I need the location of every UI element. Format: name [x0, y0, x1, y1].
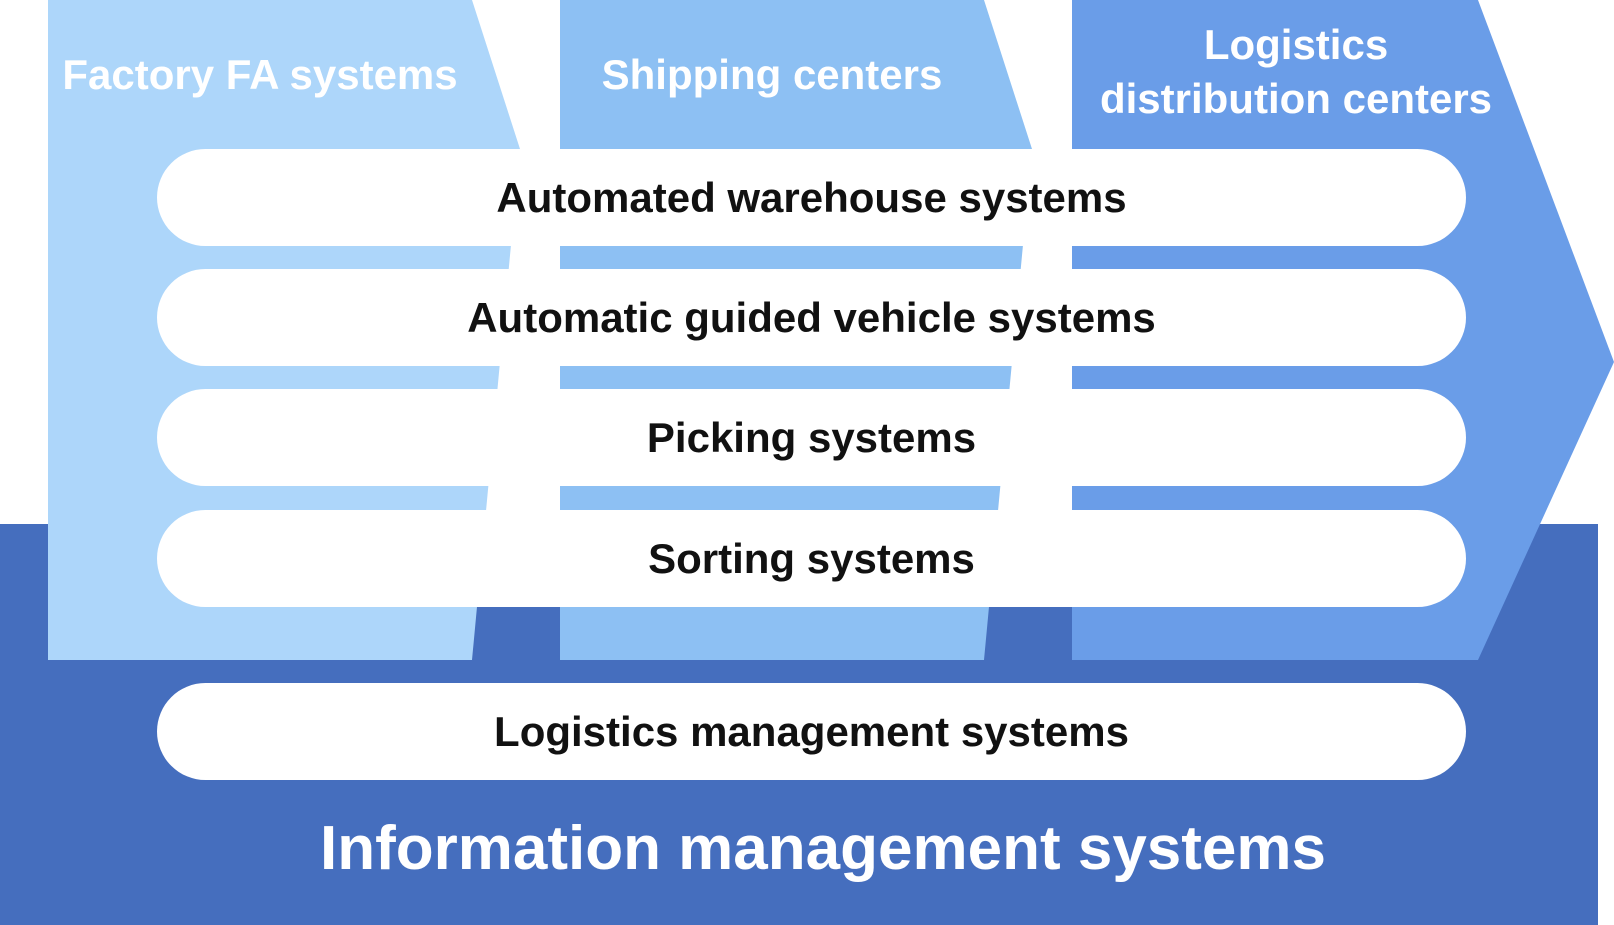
shipping-column-text: Shipping centers [601, 51, 943, 98]
logistics-column-text-line-1: Logistics [1203, 21, 1389, 68]
logistics-management-label: Logistics management systems [494, 707, 1129, 755]
sorting-systems-label: Sorting systems [648, 534, 975, 582]
factory-column-text: Factory FA systems [62, 51, 458, 98]
automated-warehouse-pill: Automated warehouse systems [157, 149, 1466, 246]
sorting-systems-pill: Sorting systems [157, 510, 1466, 607]
picking-systems-label: Picking systems [646, 413, 977, 461]
picking-systems-pill: Picking systems [157, 389, 1466, 486]
agv-systems-label: Automatic guided vehicle systems [467, 293, 1156, 341]
information-management-title: Information management systems [48, 808, 1598, 888]
shipping-column-label: Shipping centers [560, 40, 984, 110]
logistics-column-text-line-2: distribution centers [1099, 75, 1493, 122]
factory-column-label: Factory FA systems [48, 40, 472, 110]
logistics-column-label: Logistics distribution centers [1072, 18, 1520, 126]
agv-systems-pill: Automatic guided vehicle systems [157, 269, 1466, 366]
information-management-text: Information management systems [319, 813, 1327, 883]
automated-warehouse-label: Automated warehouse systems [496, 173, 1127, 221]
logistics-management-pill: Logistics management systems [157, 683, 1466, 780]
